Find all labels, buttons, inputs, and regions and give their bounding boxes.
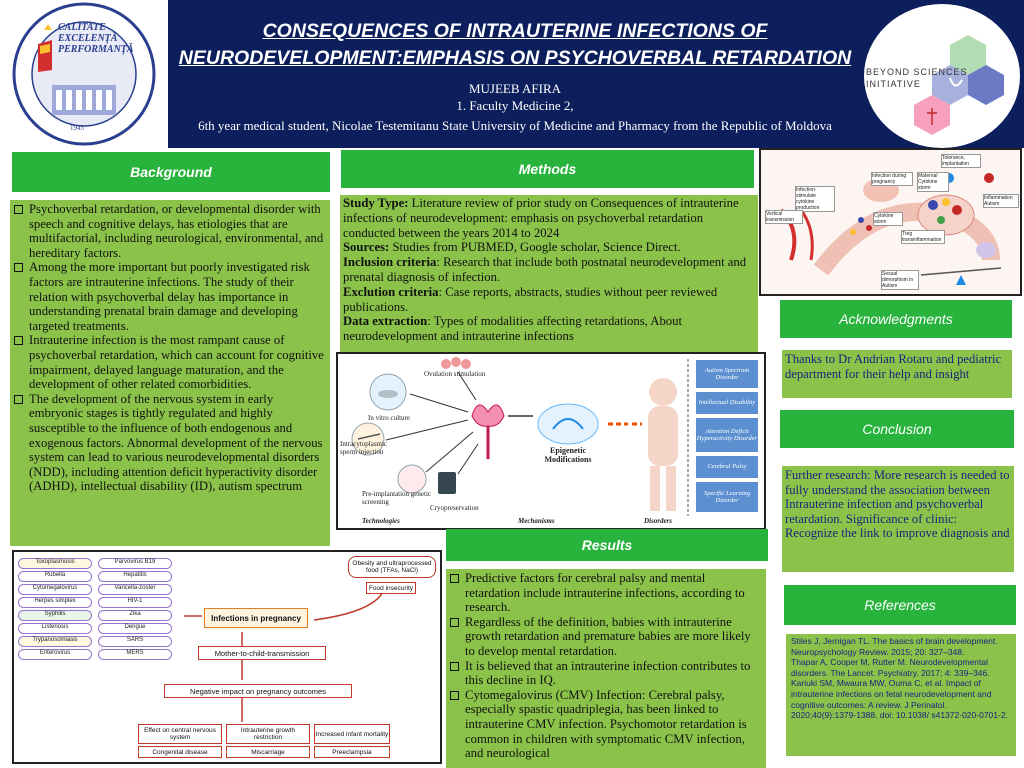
conclusion-text: Further research: More research is neede… <box>782 466 1014 572</box>
fig2-disorder-cp: Cerebral Palsy <box>696 456 758 478</box>
results-panel: Predictive factors for cerebral palsy an… <box>446 569 766 768</box>
author-block: MUJEEB AFIRA 1. Faculty Medicine 2, 6th … <box>170 80 860 134</box>
pathogen-item: Cytomegalovirus <box>18 584 92 595</box>
flow-preeclampsia: Preeclampsia <box>314 746 390 758</box>
pathogen-item: Hepatitis <box>98 571 172 582</box>
pathogen-item: Rubella <box>18 571 92 582</box>
background-bullet-2: Among the more important but poorly inve… <box>12 260 324 333</box>
logo-motto: CALITATE EXCELENŢĂ PERFORMANŢĂ <box>58 22 134 55</box>
background-heading: Background <box>12 152 330 192</box>
pathogen-item: Dengue <box>98 623 172 634</box>
flow-miscarriage: Miscarriage <box>226 746 310 758</box>
logo-year: 1945 <box>70 124 84 132</box>
methods-exclusion: Exclution criteria: Case reports, abstra… <box>343 284 718 314</box>
cytokine-figure: Tolerance, implantation Infection during… <box>759 148 1022 296</box>
fig2-footer-technologies: Technologies <box>362 517 400 525</box>
fig2-label-cryo: Cryopreservation <box>430 504 479 512</box>
fig1-label-infection: Infection during pregnancy <box>871 172 913 186</box>
pathogen-item: HIV-1 <box>98 597 172 608</box>
pathogen-item: MERS <box>98 649 172 660</box>
flow-infections-pregnancy: Infections in pregnancy <box>204 608 308 628</box>
background-bullet-3: Intrauterine infection is the most rampa… <box>12 333 324 391</box>
pathogen-item: SARS <box>98 636 172 647</box>
fig2-disorder-adhd: Attention Deficit Hyperactivity Disorder <box>696 418 758 452</box>
fig1-label-storm: Cytokine storm <box>873 212 903 226</box>
fig1-label-autism: Inflammation Autism <box>983 194 1019 208</box>
background-bullet-1: Psychoverbal retardation, or development… <box>12 202 324 260</box>
methods-panel: Study Type: Literature review of prior s… <box>340 195 758 357</box>
reference-3: Kariuki SM, Mwaura MW, Ouma C, et al. Im… <box>791 678 1008 721</box>
fig1-label-dimorphism: Sexual dimorphism in Autism <box>881 270 919 290</box>
results-bullet-1: Predictive factors for cerebral palsy an… <box>448 571 762 615</box>
pathogen-item: Syphilis <box>18 610 92 621</box>
flow-negative-impact: Negative impact on pregnancy outcomes <box>164 684 352 698</box>
fig1-label-tolerance: Tolerance, implantation <box>941 154 981 168</box>
university-logo <box>0 0 168 148</box>
references-heading: References <box>784 585 1016 625</box>
reference-2: Thapar A, Cooper M, Rutter M. Neurodevel… <box>791 657 990 678</box>
methods-heading: Methods <box>341 150 754 188</box>
flow-outcome-iugr: Intrauterine growth restriction <box>226 724 310 744</box>
flow-outcome-cns: Effect on central nervous system <box>138 724 222 744</box>
acknowledgments-text: Thanks to Dr Andrian Rotaru and pediatri… <box>782 350 1012 398</box>
fig2-label-icsi: Intracytoplasmic sperm injection <box>340 440 388 456</box>
reference-1: Stiles J, Jernigan TL. The basics of bra… <box>791 636 998 657</box>
beyond-sciences-logo <box>858 0 1024 148</box>
background-bullet-4: The development of the nervous system in… <box>12 392 324 494</box>
fig1-label-cytokine-production: Infection-stimulate cytokine production <box>795 186 835 212</box>
pathogen-item: Listeriosis <box>18 623 92 634</box>
pathogen-item: Zika <box>98 610 172 621</box>
conclusion-heading: Conclusion <box>780 410 1014 448</box>
fig2-disorder-sld: Specific Learning Disorder <box>696 482 758 512</box>
fig2-label-invitro: In vitro culture <box>368 414 410 422</box>
affiliation-faculty: 1. Faculty Medicine 2, <box>456 98 574 113</box>
fig2-label-ovulation: Ovulation stimulation <box>424 370 486 378</box>
author-name: MUJEEB AFIRA <box>468 81 562 96</box>
methods-study-type: Study Type: Literature review of prior s… <box>343 196 739 240</box>
pathogen-item: Trypanosomiasis <box>18 636 92 647</box>
affiliation-details: 6th year medical student, Nicolae Testem… <box>198 118 832 133</box>
results-bullet-3: It is believed that an intrauterine infe… <box>448 659 762 688</box>
fig2-label-epigenetic: Epigenetic Modifications <box>544 446 592 464</box>
technologies-figure: Ovulation stimulation In vitro culture I… <box>336 352 766 530</box>
fig1-label-vertical: Vertical transmission <box>765 210 803 224</box>
results-bullet-2: Regardless of the definition, babies wit… <box>448 615 762 659</box>
fig1-label-treg: Treg transinflammation <box>901 230 945 244</box>
flow-congenital: Congenital disease <box>138 746 222 758</box>
results-heading: Results <box>446 529 768 561</box>
pathogen-grid: Toxoplasmosis Rubella Cytomegalovirus He… <box>18 558 188 678</box>
background-panel: Psychoverbal retardation, or development… <box>10 200 330 546</box>
fig2-footer-mechanisms: Mechanisms <box>518 517 555 525</box>
poster-header <box>0 0 1024 148</box>
methods-data-extraction: Data extraction: Types of modalities aff… <box>343 314 683 344</box>
fig1-label-maternal: Maternal Cytokine storm <box>917 172 949 192</box>
fig2-disorder-asd: Autism Spectrum Disorder <box>696 360 758 388</box>
flow-food-insecurity: Food insecurity <box>366 582 416 594</box>
flow-obesity: Obesity and ultraprocessed food (TFAs, N… <box>348 556 436 578</box>
flow-transmission: Mother-to-child-transmission <box>198 646 326 660</box>
fig2-disorder-id: Intellectual Disability <box>696 392 758 414</box>
results-bullet-4: Cytomegalovirus (CMV) Infection: Cerebra… <box>448 688 762 761</box>
pathogen-item: Toxoplasmosis <box>18 558 92 569</box>
methods-sources: Sources: Studies from PUBMED, Google sch… <box>343 240 681 255</box>
flow-outcome-mortality: Increased infant mortality <box>314 724 390 744</box>
pathogen-item: Herpes simplex <box>18 597 92 608</box>
fig2-label-pgs: Pre-implantation genetic screening <box>362 490 432 506</box>
logo-text: BEYOND SCIENCES INITIATIVE <box>866 67 968 89</box>
references-list: Stiles J, Jernigan TL. The basics of bra… <box>786 634 1016 756</box>
pathogen-item: Parvovirus B19 <box>98 558 172 569</box>
pathogen-item: Varicella-zoster <box>98 584 172 595</box>
pathogen-item: Enterovirus <box>18 649 92 660</box>
fig2-footer-disorders: Disorders <box>644 517 673 525</box>
methods-inclusion: Inclusion criteria: Research that includ… <box>343 255 747 284</box>
infections-figure: Toxoplasmosis Rubella Cytomegalovirus He… <box>12 550 442 764</box>
acknowledgments-heading: Acknowledgments <box>780 300 1012 338</box>
poster-title: CONSEQUENCES OF INTRAUTERINE INFECTIONS … <box>178 20 852 69</box>
